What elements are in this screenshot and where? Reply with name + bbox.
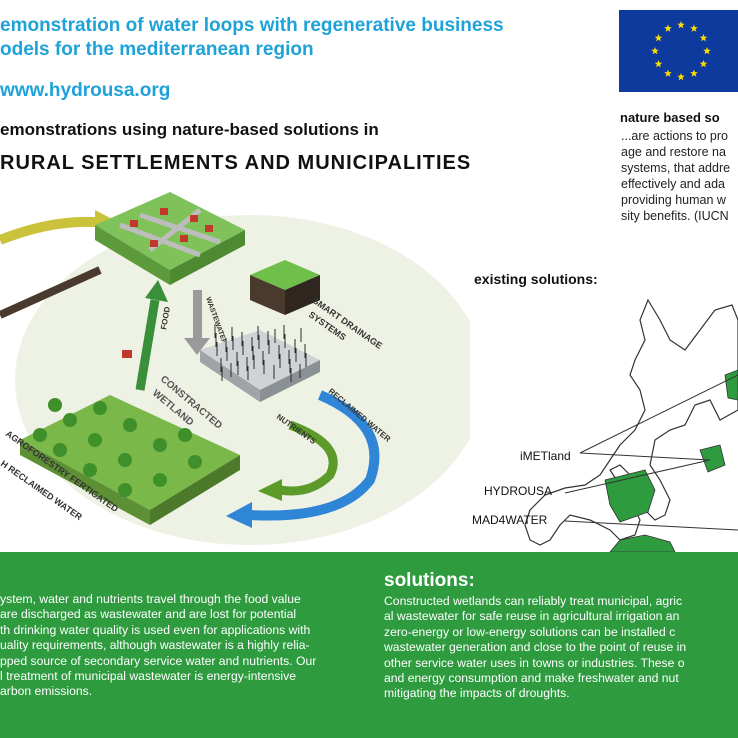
hydrousa-label: HYDROUSA <box>484 484 552 498</box>
nbs-line: ...are actions to pro <box>621 129 729 143</box>
nbs-line: effectively and ada <box>621 177 726 191</box>
top-arrow <box>0 216 96 245</box>
eu-star <box>654 60 663 68</box>
reclaimed-water-arrow <box>249 390 380 521</box>
poster-title: emonstration of water loops with regener… <box>0 14 600 62</box>
solutions-line: zero-energy or low-energy solutions can … <box>384 624 676 639</box>
problem-line: l treatment of municipal wastewater is e… <box>0 669 297 684</box>
solutions-line: Constructed wetlands can reliably treat … <box>384 594 683 608</box>
reeds <box>214 324 307 382</box>
title-line-2: odels for the mediterranean region <box>0 39 314 60</box>
nbs-line: sity benefits. (IUCN <box>621 209 729 223</box>
reclaimed-arrow-head <box>226 502 252 528</box>
hydrousa-connector <box>564 459 711 494</box>
nbs-line: systems, that addre <box>621 161 731 175</box>
project-url[interactable]: www.hydrousa.org <box>0 80 171 101</box>
existing-solutions-heading: existing solutions: <box>474 271 598 287</box>
tree <box>118 453 132 467</box>
solutions-line: other service water uses in towns or ind… <box>384 655 685 670</box>
eu-star <box>677 21 685 29</box>
nbs-line: providing human w <box>621 193 726 207</box>
tree <box>123 418 137 432</box>
tree <box>188 455 202 469</box>
italy-highlight <box>699 444 726 473</box>
eu-flag-logo <box>619 10 738 92</box>
nutrients-arrow-head <box>258 479 282 501</box>
solutions-line: mitigating the impacts of droughts. <box>384 686 570 701</box>
eu-star <box>690 24 698 32</box>
tree <box>153 438 167 452</box>
problem-text: ystem, water and nutrients travel throug… <box>0 592 362 700</box>
problem-line: uality requirements, although wastewater… <box>0 638 310 653</box>
mad4water-label: MAD4WATER <box>472 513 548 527</box>
small-house <box>122 350 132 358</box>
eu-star <box>664 69 672 77</box>
water-loop-diagram: SMART DRAINAGE SYSTEMS WASTEWATER FOOD C… <box>0 192 470 545</box>
solutions-heading: solutions: <box>384 570 475 591</box>
trees <box>33 398 202 497</box>
food-label: FOOD <box>159 306 172 331</box>
wastewater-arrow-head <box>184 338 210 355</box>
title-line-1: emonstration of water loops with regener… <box>0 15 504 36</box>
problem-line: ystem, water and nutrients travel throug… <box>0 592 301 606</box>
solutions-text: Constructed wetlands can reliably treat … <box>384 594 738 702</box>
food-arrow <box>135 299 160 391</box>
solutions-line: and energy consumption and make freshwat… <box>384 671 679 686</box>
spain-highlight <box>604 469 656 523</box>
bottom-band <box>0 552 738 738</box>
solutions-line: wastewater generation and close to the p… <box>384 640 687 655</box>
village-houses <box>130 208 213 247</box>
eu-star <box>690 69 698 77</box>
rural-heading: RURAL SETTLEMENTS AND MUNICIPALITIES <box>0 152 472 174</box>
tree <box>33 428 47 442</box>
problem-line: arbon emissions. <box>0 684 93 699</box>
tree <box>83 463 97 477</box>
dark-arrow <box>0 266 102 319</box>
eu-star <box>664 24 672 32</box>
tree <box>48 398 62 412</box>
nbs-text: ...are actions to pro age and restore na… <box>621 128 738 224</box>
europe-map: iMETland HYDROUSA MAD4WATER <box>472 298 738 552</box>
nutrients-arrow <box>279 420 338 496</box>
eu-star <box>703 47 711 55</box>
imetland-label: iMETland <box>520 449 571 463</box>
food-arrow-head <box>145 280 168 302</box>
solutions-line: al wastewater for safe reuse in agricult… <box>384 609 680 624</box>
eu-star <box>651 47 659 55</box>
eu-star <box>699 60 708 68</box>
eu-star <box>677 73 685 81</box>
eu-star <box>699 34 708 42</box>
eu-stars-icon <box>651 21 711 81</box>
tree <box>93 401 107 415</box>
tree <box>88 433 102 447</box>
demo-heading: emonstrations using nature-based solutio… <box>0 120 379 139</box>
north-africa-highlight <box>609 534 676 552</box>
wastewater-arrow <box>193 290 202 340</box>
tree <box>153 473 167 487</box>
nbs-line: age and restore na <box>621 145 726 159</box>
germany-highlight <box>724 369 738 401</box>
tree <box>63 413 77 427</box>
imetland-connector <box>579 374 738 454</box>
problem-line: pped source of secondary service water a… <box>0 653 317 668</box>
problem-line: th drinking water quality is used even f… <box>0 622 311 637</box>
tree <box>53 443 67 457</box>
mad4water-connector <box>564 520 738 531</box>
problem-line: are discharged as wastewater and are los… <box>0 607 297 622</box>
tree <box>178 428 192 442</box>
nbs-heading: nature based so <box>620 110 720 125</box>
tree <box>118 483 132 497</box>
eu-star <box>654 34 663 42</box>
